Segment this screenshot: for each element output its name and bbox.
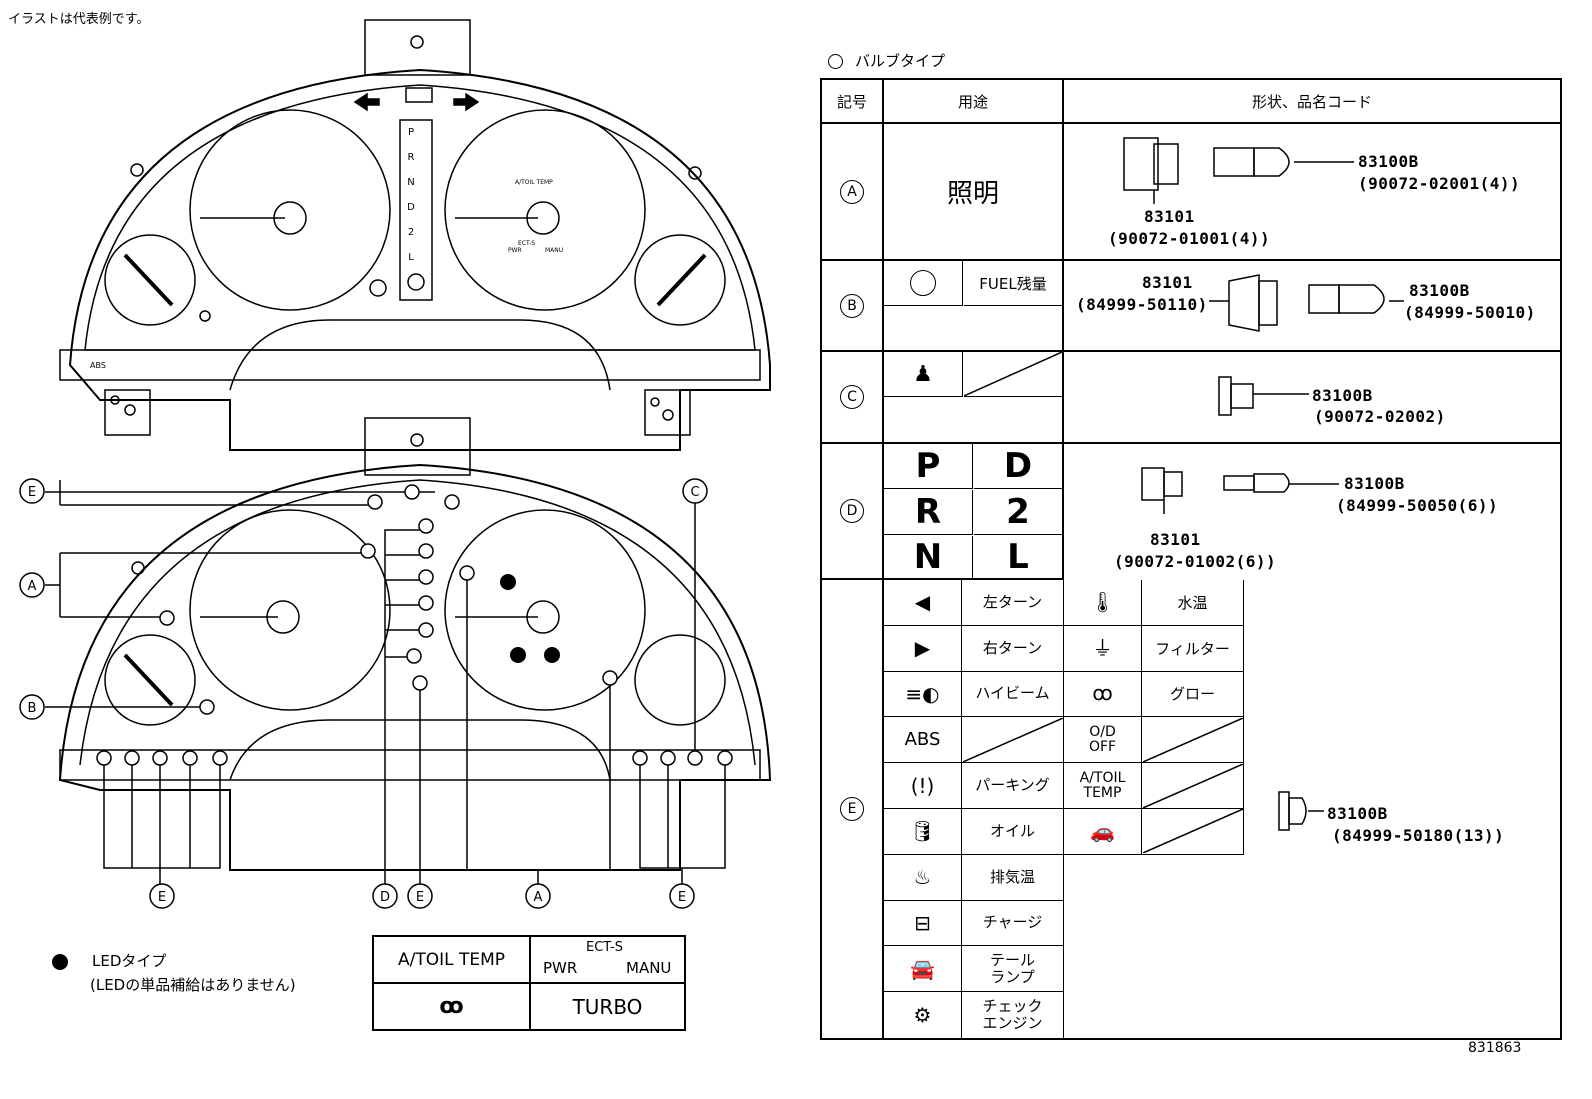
e-icon-4: (!)	[884, 763, 962, 809]
glow-icon: ꝏ	[374, 984, 531, 1029]
e-icon-1: ▶	[884, 625, 962, 672]
symbol-a: A	[840, 179, 864, 204]
svg-text:P: P	[408, 127, 414, 138]
symbol-d: D	[840, 499, 864, 523]
e-right-icon-1: ⏚	[1064, 625, 1142, 672]
figure-id: 831863	[1468, 1040, 1522, 1056]
symbol-e: E	[840, 797, 864, 821]
e-icon-6: ♨	[884, 854, 962, 901]
header-symbol: 記号	[822, 80, 884, 124]
e-right-icon-0: 🌡	[1064, 580, 1142, 626]
fuel-icon	[910, 270, 936, 296]
codes-e: 83100B (84999-50180(13))	[1244, 580, 1560, 1038]
e-right-label-0: 水温	[1142, 580, 1244, 626]
led-note: (LEDの単品補給はありません)	[90, 976, 296, 994]
e-icon-8: 🚘	[884, 946, 962, 993]
svg-text:N: N	[407, 177, 414, 188]
svg-text:ECT-S: ECT-S	[518, 240, 535, 247]
use-b: FUEL残量	[884, 261, 1064, 352]
e-right-icon-5: 🚗	[1064, 809, 1142, 855]
seatbelt-icon: ♟	[884, 352, 963, 397]
e-right-label-5	[1142, 809, 1244, 855]
callout-e: E	[28, 485, 36, 500]
use-c: ♟	[884, 352, 1064, 444]
svg-text:A/TOIL TEMP: A/TOIL TEMP	[515, 179, 553, 186]
callout-e2: E	[158, 890, 166, 905]
symbol-b: B	[840, 293, 864, 318]
svg-text:2: 2	[408, 227, 414, 238]
svg-text:ABS: ABS	[90, 361, 106, 370]
e-right-icon-2: ꝏ	[1064, 671, 1142, 718]
codes-d: 83100B (84999-50050(6)) 83101 (90072-010…	[1064, 444, 1560, 578]
bulb-table: 記号 用途 形状、品名コード A 照明 83100B (90072-02001(…	[820, 78, 1562, 1040]
symbol-c: C	[840, 385, 864, 409]
callout-c: C	[690, 485, 699, 500]
e-label-9: チェック エンジン	[962, 992, 1064, 1038]
callout-e4: E	[678, 890, 686, 905]
e-label-1: 右ターン	[962, 625, 1064, 672]
svg-text:L: L	[408, 252, 414, 263]
bulb-type-title: バルブタイプ	[828, 50, 945, 71]
e-right-label-1: フィルター	[1142, 625, 1244, 672]
e-right-label-3	[1142, 717, 1244, 764]
e-label-3	[962, 717, 1064, 764]
header-code: 形状、品名コード	[1064, 80, 1560, 124]
e-label-4: パーキング	[962, 763, 1064, 809]
callout-b: B	[28, 701, 37, 716]
e-label-7: チャージ	[962, 900, 1064, 947]
e-icon-9: ⚙	[884, 992, 962, 1038]
svg-text:R: R	[408, 152, 415, 163]
callout-e3: E	[416, 890, 424, 905]
svg-text:MANU: MANU	[545, 247, 563, 254]
cluster-diagram: E A B C E D E A E P R N D 2 L A/TOIL TEM…	[19, 19, 772, 909]
use-d: P D R 2 N L	[884, 444, 1064, 580]
circle-icon	[828, 54, 843, 69]
e-label-8: テール ランプ	[962, 946, 1064, 993]
callout-a: A	[28, 579, 37, 594]
e-right-label-2: グロー	[1142, 671, 1244, 718]
led-atoil: A/TOIL TEMP	[374, 937, 531, 984]
codes-a: 83100B (90072-02001(4)) 83101 (90072-010…	[1064, 124, 1560, 261]
use-a: 照明	[884, 124, 1064, 261]
e-label-6: 排気温	[962, 854, 1064, 901]
e-right-icon-3: O/D OFF	[1064, 717, 1142, 764]
e-icon-7: ⊟	[884, 900, 962, 947]
codes-c: 83100B (90072-02002)	[1064, 352, 1560, 444]
e-right-label-4	[1142, 763, 1244, 809]
e-label-5: オイル	[962, 809, 1064, 855]
e-label-0: 左ターン	[962, 580, 1064, 626]
callout-d: D	[380, 890, 390, 905]
e-icon-2: ≡◐	[884, 671, 962, 718]
led-dot-icon	[52, 954, 68, 970]
led-title: LEDタイプ	[92, 952, 167, 970]
header-use: 用途	[884, 80, 1064, 124]
svg-text:D: D	[407, 202, 415, 213]
header-note: イラストは代表例です。	[8, 12, 150, 27]
e-label-2: ハイビーム	[962, 671, 1064, 718]
svg-text:PWR: PWR	[508, 247, 522, 254]
led-ect: ECT-S PWR MANU	[531, 937, 684, 984]
led-turbo: TURBO	[572, 994, 643, 1019]
e-right-icon-4: A/TOIL TEMP	[1064, 763, 1142, 809]
e-icon-0: ◀	[884, 580, 962, 626]
e-icon-5: 🛢	[884, 809, 962, 855]
e-icon-3: ABS	[884, 717, 962, 764]
callout-a2: A	[534, 890, 543, 905]
codes-b: 83101 (84999-50110) 83100B (84999-50010)	[1064, 261, 1560, 352]
led-table: A/TOIL TEMP ECT-S PWR MANU ꝏ TURBO	[372, 935, 686, 1031]
